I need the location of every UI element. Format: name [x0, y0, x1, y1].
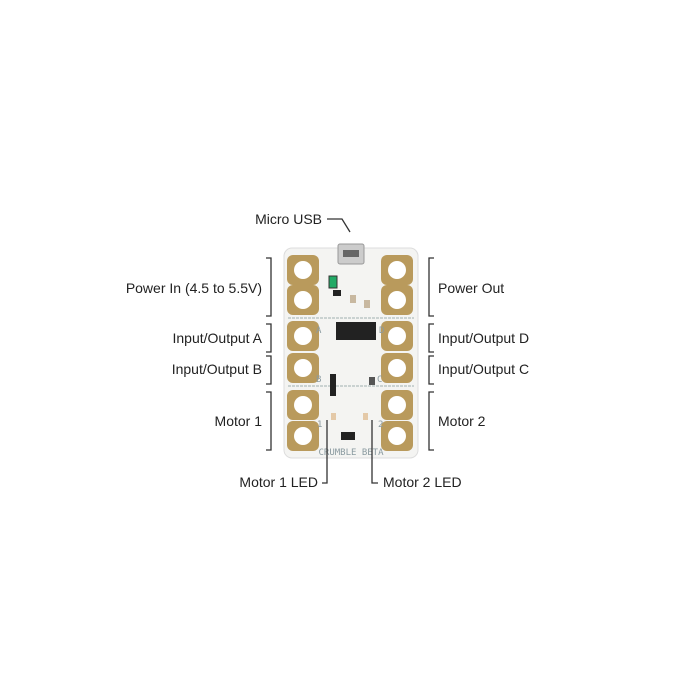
bracket-io-d: [428, 323, 434, 353]
silk-c: C: [377, 375, 382, 385]
bracket-io-a: [266, 323, 272, 353]
motor2-led: [363, 413, 368, 420]
label-io-c: Input/Output C: [438, 361, 529, 377]
label-micro-usb: Micro USB: [255, 211, 322, 227]
bracket-motor2: [428, 391, 434, 451]
label-motor2: Motor 2: [438, 413, 486, 429]
microcontroller-chip: [336, 322, 376, 340]
bracket-io-b: [266, 355, 272, 385]
silk-1: 1: [317, 420, 322, 430]
label-motor1: Motor 1: [215, 413, 263, 429]
label-power-out: Power Out: [438, 280, 504, 296]
power-led: [328, 275, 338, 289]
silk-d: D: [379, 326, 384, 336]
bracket-motor1: [266, 391, 272, 451]
crumble-board: A B C D 1 2 CRUMBLE BETA: [283, 243, 419, 459]
leader-motor1-led: [322, 420, 328, 484]
label-motor2-led: Motor 2 LED: [383, 474, 462, 490]
silk-b: B: [316, 375, 321, 385]
pads-left: [287, 255, 319, 451]
bracket-power-out: [428, 257, 434, 317]
label-io-d: Input/Output D: [438, 330, 529, 346]
silk-2: 2: [378, 420, 383, 430]
label-motor1-led: Motor 1 LED: [239, 474, 318, 490]
label-power-in: Power In (4.5 to 5.5V): [126, 280, 262, 296]
pads-right: [381, 255, 413, 451]
label-io-a: Input/Output A: [172, 330, 262, 346]
leader-motor2-led: [371, 420, 378, 484]
bracket-io-c: [428, 355, 434, 385]
silk-a: A: [316, 326, 322, 336]
motor1-led: [331, 413, 336, 420]
bracket-power-in: [266, 257, 272, 317]
leader-micro-usb: [327, 218, 351, 233]
label-io-b: Input/Output B: [172, 361, 262, 377]
board-name: CRUMBLE BETA: [318, 448, 384, 458]
